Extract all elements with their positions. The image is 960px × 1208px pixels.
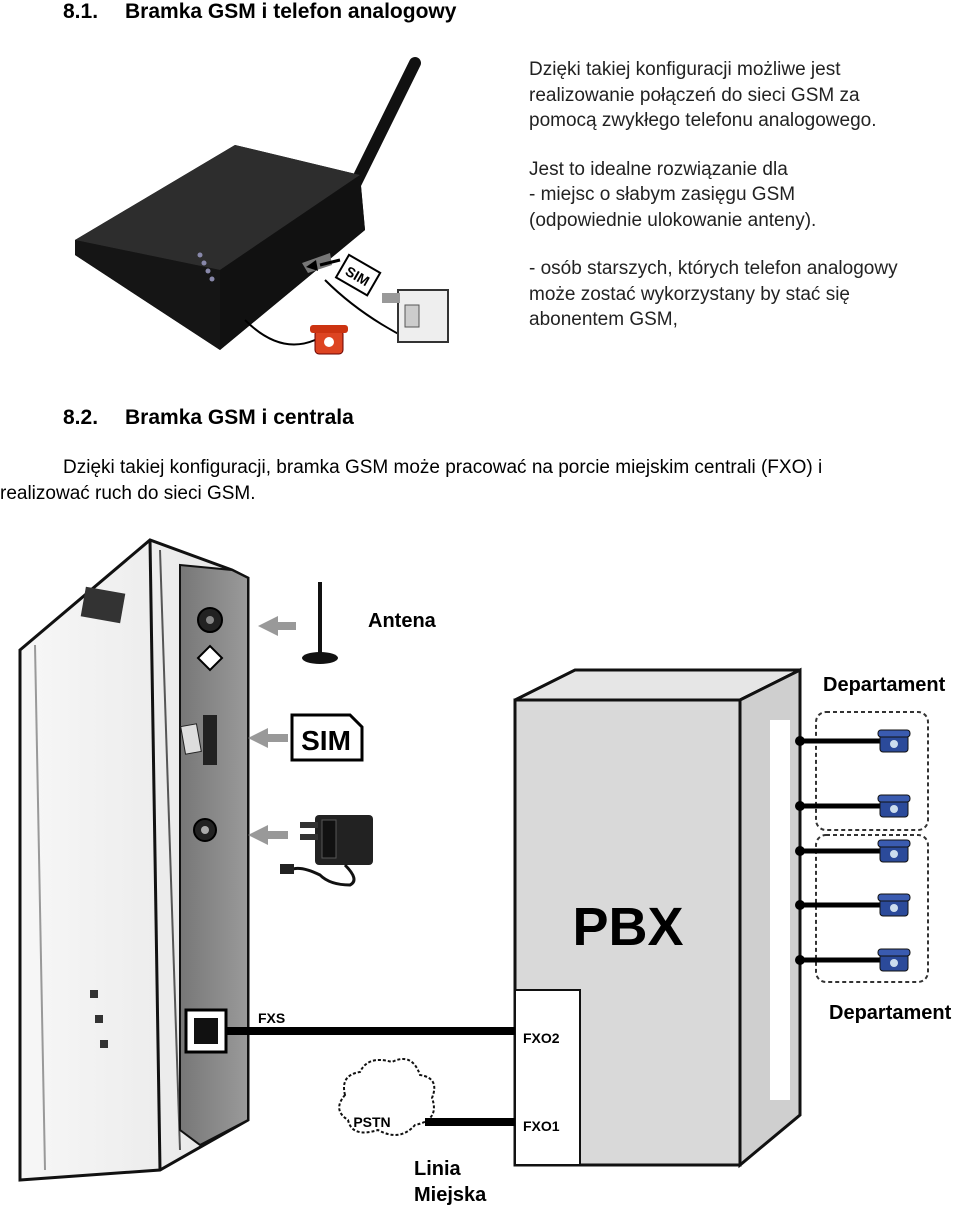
phone-icon [877,948,911,972]
section-heading-8-2: 8.2. Bramka GSM i centrala [63,406,354,430]
department-bottom-label: Departament [829,1002,952,1024]
power-adapter-icon [382,289,449,343]
phone-lines [795,736,880,965]
phone-icon [877,794,911,818]
antenna-label: Antena [368,610,437,632]
section-heading-8-1: 8.1. Bramka GSM i telefon analogowy [63,0,456,24]
pstn-cloud: PSTN [338,1058,436,1136]
arrow-antenna [258,616,296,636]
section2-text-line2: realizować ruch do sieci GSM. [0,483,256,504]
antenna-icon [302,582,338,664]
pbx-connection-diagram: Antena SIM PBX FXO2 FXO1 FXS PSTN Linia … [18,538,952,1206]
phone-icon [877,729,911,753]
pbx-label: PBX [572,897,683,957]
red-phone-icon [310,325,348,355]
pstn-label: PSTN [353,1114,390,1130]
gsm-gateway-photo: SIM [75,57,449,355]
city-line-label-2: Miejska [414,1184,487,1206]
section-number: 8.1. [63,0,99,23]
section-title: Bramka GSM i centrala [125,406,354,429]
pbx-box: PBX FXO2 FXO1 [513,667,802,1169]
section2-text-line1: Dzięki takiej konfiguracji, bramka GSM m… [63,457,823,478]
paragraph-2: Jest to idealne rozwiązanie dla - miejsc… [529,158,817,231]
fxo1-label: FXO1 [523,1118,560,1134]
power-adapter-icon [280,815,373,887]
department-top-group [815,711,929,831]
arrow-sim [248,728,288,748]
sim-card-icon: SIM [290,713,364,762]
fxs-label: FXS [258,1010,285,1026]
fxo2-label: FXO2 [523,1030,560,1046]
arrow-power [248,825,288,845]
paragraph-1: Dzięki takiej konfiguracji możliwe jest … [529,59,877,131]
gsm-gateway-device [18,538,250,1182]
section-number: 8.2. [63,406,99,429]
phone-icon [877,839,911,863]
department-bottom-group [815,834,929,983]
city-line-label-1: Linia [414,1158,462,1180]
paragraph-3: - osób starszych, których telefon analog… [529,258,898,330]
sim-label: SIM [301,725,351,756]
phone-icon [877,893,911,917]
sim-slot [203,715,217,765]
section1-description: Dzięki takiej konfiguracji możliwe jest … [529,57,898,356]
section-title: Bramka GSM i telefon analogowy [125,0,457,23]
department-top-label: Departament [823,674,946,696]
